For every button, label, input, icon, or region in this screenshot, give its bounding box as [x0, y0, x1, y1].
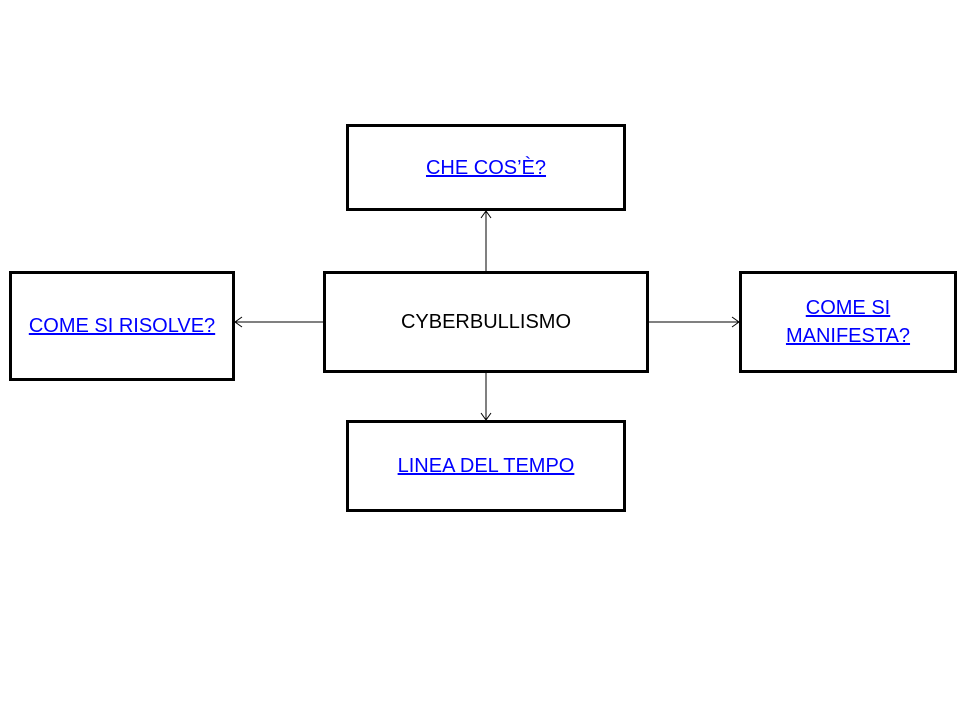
center-label: CYBERBULLISMO [400, 311, 572, 333]
node-che-cose: CHE COS’È? [346, 124, 626, 211]
node-linea-del-tempo: LINEA DEL TEMPO [346, 420, 626, 512]
link-come-si-risolve[interactable]: COME SI RISOLVE? [28, 315, 216, 337]
link-linea-del-tempo[interactable]: LINEA DEL TEMPO [397, 455, 575, 477]
node-cyberbullismo: CYBERBULLISMO [323, 271, 649, 373]
arrowhead-top [480, 210, 492, 219]
link-come-si-manifesta[interactable]: COME SI MANIFESTA? [785, 297, 911, 347]
link-che-cose[interactable]: CHE COS’È? [425, 156, 547, 179]
arrowhead-left [234, 316, 243, 328]
node-come-si-risolve: COME SI RISOLVE? [9, 271, 235, 381]
node-come-si-manifesta: COME SI MANIFESTA? [739, 271, 957, 373]
